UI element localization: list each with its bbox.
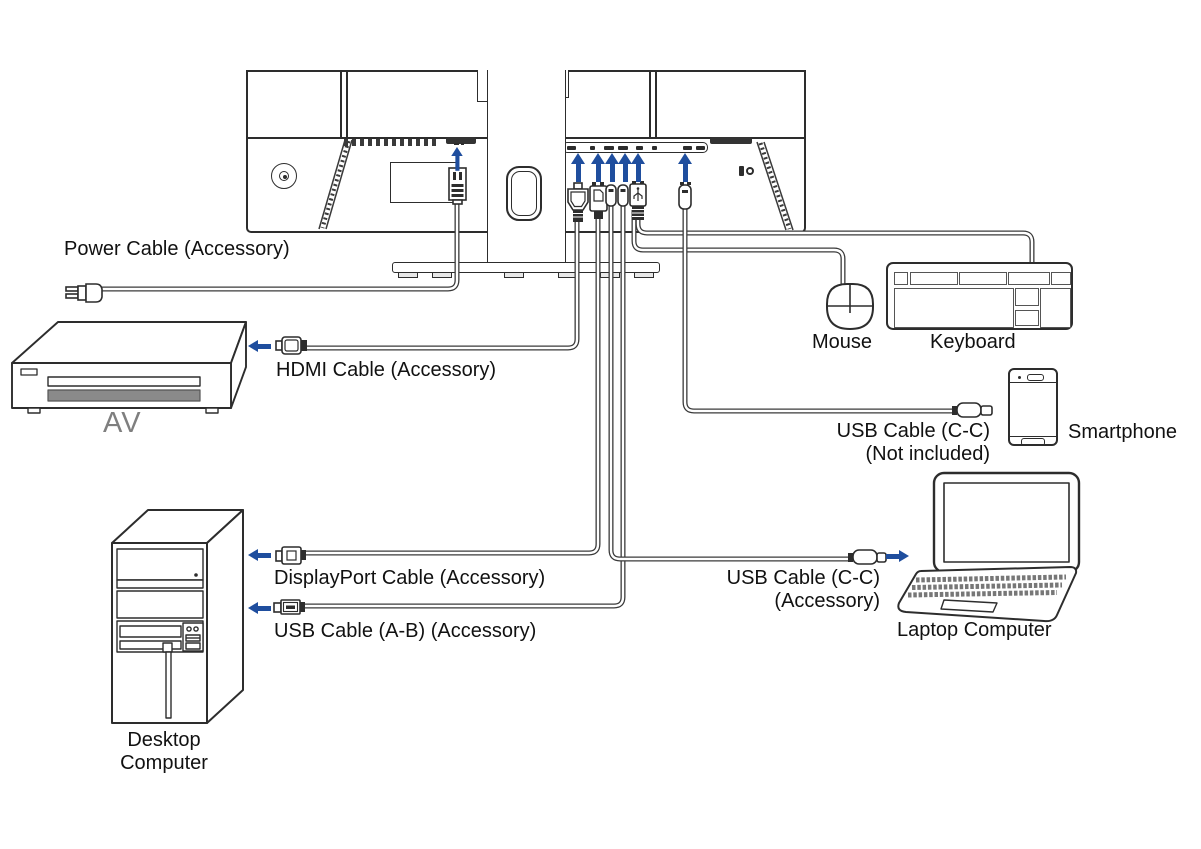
smartphone	[1008, 368, 1058, 446]
usb-ab-cable	[304, 205, 626, 609]
phone-screen	[1009, 382, 1056, 437]
displayport-connector-icon	[589, 182, 608, 219]
av-player	[11, 321, 247, 414]
usb-cc-smartphone-label: USB Cable (C-C) (Not included)	[836, 420, 990, 465]
usb-c-connector-icon	[952, 402, 993, 418]
displayport-port-icon	[590, 146, 595, 150]
diagonal-vent-right	[756, 141, 794, 231]
keyboard-nav-keys	[1015, 288, 1039, 306]
joystick-button-dot	[282, 174, 287, 179]
keyboard-function-keys	[959, 272, 1007, 285]
displayport-cable-label: DisplayPort Cable (Accessory)	[274, 567, 546, 589]
rating-label-plate	[390, 162, 458, 203]
usb-cc-cable-laptop	[608, 205, 850, 562]
stand-base	[392, 262, 660, 273]
usb-c-port-icon	[604, 146, 614, 150]
cable-hole-inner	[511, 171, 537, 216]
keyboard-function-keys	[910, 272, 958, 285]
keyboard-esc-key	[894, 272, 908, 285]
joystick-button-inner	[279, 171, 289, 181]
hdmi-port-icon	[567, 146, 576, 150]
keyboard-label: Keyboard	[930, 331, 1016, 353]
monitor-seam-line	[346, 72, 348, 137]
kensington-lock-ring	[746, 167, 754, 175]
port-labels-strip	[562, 142, 708, 153]
usb-ab-cable-label: USB Cable (A-B) (Accessory)	[274, 620, 537, 642]
power-inlet-icon	[448, 143, 467, 205]
usb-port-icon	[683, 146, 692, 150]
speaker-slot	[446, 137, 476, 144]
power-cable-label: Power Cable (Accessory)	[64, 238, 290, 260]
right-arrow-icon	[886, 550, 909, 563]
left-arrow-icon	[248, 602, 271, 615]
laptop-computer	[897, 471, 1081, 623]
stand-foot	[398, 273, 418, 278]
keyboard-cable	[635, 214, 1035, 263]
usb-b-connector-icon	[629, 181, 647, 220]
left-arrow-icon	[248, 340, 271, 353]
usb-cc-cable-smartphone	[682, 208, 954, 414]
headphone-port-icon	[652, 146, 657, 150]
up-arrow-icon	[618, 153, 632, 183]
keyboard-function-keys	[1051, 272, 1071, 285]
keyboard-function-keys	[1008, 272, 1050, 285]
power-cable	[100, 202, 460, 292]
up-arrow-icon	[591, 153, 605, 183]
usb-c-connector-icon	[848, 549, 887, 565]
up-arrow-icon	[631, 153, 645, 183]
usb-b-port-icon	[636, 146, 643, 150]
laptop-computer-label: Laptop Computer	[897, 619, 1052, 641]
keyboard-arrow-keys	[1015, 310, 1039, 326]
diagonal-vent-left	[318, 139, 353, 230]
stand-foot	[504, 273, 524, 278]
keyboard-numpad	[1040, 288, 1071, 328]
joystick-button-icon	[271, 163, 297, 189]
stand-shoulder	[477, 70, 488, 102]
up-arrow-icon	[451, 147, 463, 172]
stand-shoulder	[563, 70, 569, 98]
up-arrow-icon	[571, 153, 585, 183]
stand-foot	[432, 273, 452, 278]
smartphone-label: Smartphone	[1068, 421, 1177, 443]
vent-grille	[344, 139, 436, 146]
desktop-computer	[111, 509, 244, 724]
mouse-label: Mouse	[812, 331, 873, 353]
desktop-computer-label: Desktop Computer	[120, 729, 208, 774]
speaker-slot	[710, 137, 752, 144]
monitor-seam-line	[655, 72, 657, 137]
kensington-lock-icon	[739, 166, 744, 176]
stand-foot	[634, 273, 654, 278]
mouse-cable	[631, 210, 846, 284]
av-label: AV	[103, 407, 142, 439]
usb-c-connector-icon	[617, 184, 629, 207]
usb-cc-laptop-label: USB Cable (C-C) (Accessory)	[726, 567, 880, 612]
displayport-cable	[304, 214, 601, 556]
usb-c-port-icon	[618, 146, 628, 150]
usb-c-connector-icon	[605, 184, 617, 207]
monitor-seam-line	[649, 72, 651, 137]
mouse	[826, 283, 874, 331]
hdmi-cable	[306, 218, 580, 351]
up-arrow-icon	[605, 153, 619, 183]
up-arrow-icon	[678, 153, 692, 183]
usb-port-icon	[696, 146, 705, 150]
power-plug-icon	[65, 283, 103, 303]
monitor-seam-line	[340, 72, 342, 137]
phone-home-button	[1021, 438, 1045, 446]
hdmi-connector-icon	[275, 336, 307, 355]
keyboard	[886, 262, 1073, 330]
left-arrow-icon	[248, 549, 271, 562]
phone-speaker	[1027, 374, 1044, 381]
phone-camera	[1018, 376, 1021, 379]
usb-a-connector-icon	[273, 599, 305, 615]
displayport-connector-icon	[275, 546, 306, 565]
hdmi-connector-icon	[567, 182, 589, 222]
keyboard-main-keys	[894, 288, 1014, 328]
hdmi-cable-label: HDMI Cable (Accessory)	[276, 359, 497, 381]
usb-c-connector-icon	[678, 182, 692, 210]
